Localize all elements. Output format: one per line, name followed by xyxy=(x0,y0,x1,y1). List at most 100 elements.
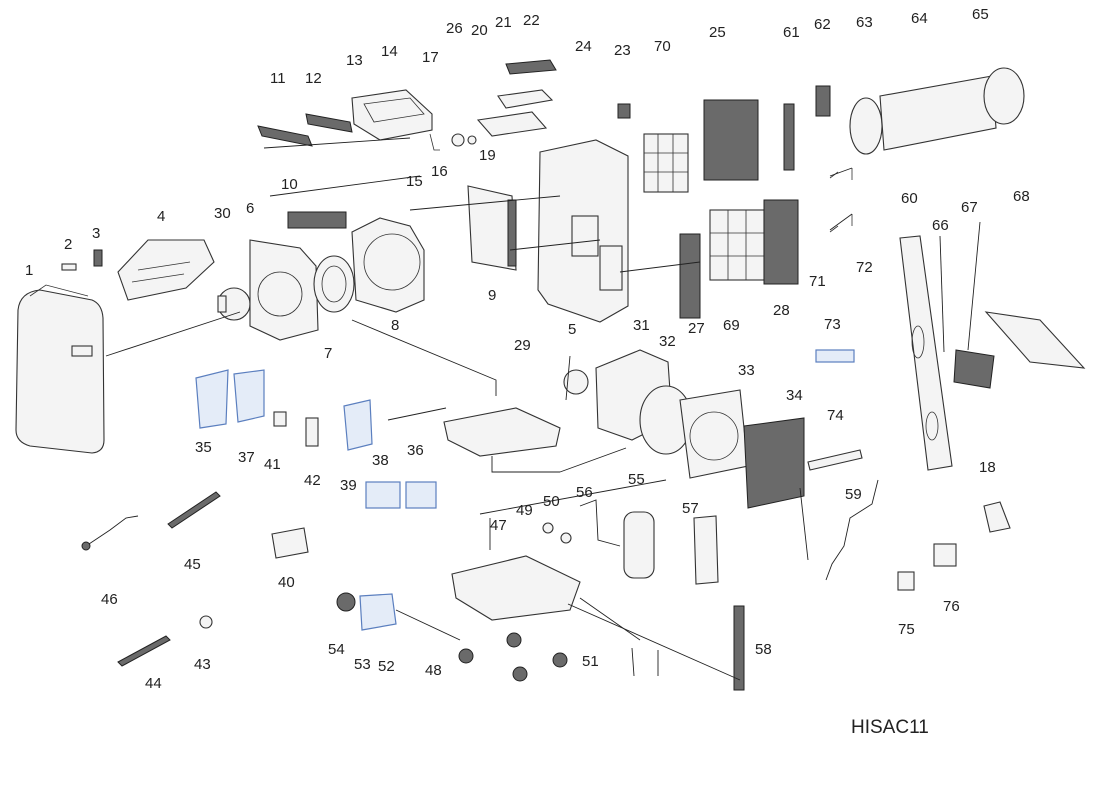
part-chassis xyxy=(451,555,581,621)
callout-54: 54 xyxy=(328,641,345,658)
callout-labels: 1 2 3 4 5 6 7 8 9 10 11 12 13 14 15 16 1… xyxy=(25,6,1030,692)
callout-25: 25 xyxy=(709,24,726,41)
leader-lines xyxy=(105,137,981,681)
callout-24: 24 xyxy=(575,38,592,55)
part-hose-adapter-63 xyxy=(849,97,883,155)
callout-23: 23 xyxy=(614,42,631,59)
callout-30: 30 xyxy=(214,205,231,222)
part-75 xyxy=(897,571,915,591)
part-61 xyxy=(783,103,795,171)
callout-48: 48 xyxy=(425,662,442,679)
part-mesh-67 xyxy=(953,349,995,389)
callout-4: 4 xyxy=(157,208,165,225)
part-35 xyxy=(195,369,229,429)
callout-5: 5 xyxy=(568,321,576,338)
callout-26: 26 xyxy=(446,20,463,37)
part-pipe-59 xyxy=(825,479,879,581)
part-top-cover xyxy=(117,239,215,301)
part-50 xyxy=(560,532,572,544)
part-38 xyxy=(365,481,401,509)
callout-41: 41 xyxy=(264,456,281,473)
part-18 xyxy=(983,501,1011,533)
callout-64: 64 xyxy=(911,10,928,27)
callout-10: 10 xyxy=(281,176,298,193)
part-42 xyxy=(305,417,319,447)
part-62 xyxy=(815,85,831,117)
part-grille xyxy=(287,211,347,229)
part-strip-58 xyxy=(733,605,745,691)
callout-14: 14 xyxy=(381,43,398,60)
callout-71: 71 xyxy=(809,273,826,290)
callout-2: 2 xyxy=(64,236,72,253)
part-front-panel xyxy=(15,289,105,454)
part-pump xyxy=(359,593,397,631)
part-blower-wheel xyxy=(313,255,355,313)
callout-52: 52 xyxy=(378,658,395,675)
part-41 xyxy=(273,411,287,427)
callout-58: 58 xyxy=(755,641,772,658)
part-shapes xyxy=(15,59,1086,691)
callout-70: 70 xyxy=(654,38,671,55)
part-bracket-74 xyxy=(807,449,863,471)
part-grille-25 xyxy=(703,99,759,181)
callout-7: 7 xyxy=(324,345,332,362)
part-base-tray xyxy=(443,407,561,457)
callout-18: 18 xyxy=(979,459,996,476)
callout-9: 9 xyxy=(488,287,496,304)
part-volute xyxy=(249,239,319,341)
callout-17: 17 xyxy=(422,49,439,66)
model-label: HISAC11 xyxy=(851,717,929,738)
callout-68: 68 xyxy=(1013,188,1030,205)
callout-69: 69 xyxy=(723,317,740,334)
part-39 xyxy=(343,399,373,451)
callout-63: 63 xyxy=(856,14,873,31)
callout-19: 19 xyxy=(479,147,496,164)
callout-49: 49 xyxy=(516,502,533,519)
callout-34: 34 xyxy=(786,387,803,404)
part-coil-57 xyxy=(693,515,719,585)
part-23 xyxy=(617,103,631,119)
part-filter-69 xyxy=(709,209,765,281)
callout-44: 44 xyxy=(145,675,162,692)
part-36 xyxy=(405,481,437,509)
callout-15: 15 xyxy=(406,173,423,190)
part-motor-5 xyxy=(563,369,589,395)
callout-6: 6 xyxy=(246,200,254,217)
part-tray-21 xyxy=(497,89,554,109)
part-tray-22 xyxy=(505,59,557,75)
callout-40: 40 xyxy=(278,574,295,591)
callout-55: 55 xyxy=(628,471,645,488)
callout-12: 12 xyxy=(305,70,322,87)
callout-72: 72 xyxy=(856,259,873,276)
callout-32: 32 xyxy=(659,333,676,350)
part-76 xyxy=(933,543,957,567)
part-tray-20 xyxy=(476,111,548,137)
callout-3: 3 xyxy=(92,225,100,242)
callout-21: 21 xyxy=(495,14,512,31)
callout-43: 43 xyxy=(194,656,211,673)
part-51 xyxy=(631,647,659,677)
callout-38: 38 xyxy=(372,452,389,469)
callout-47: 47 xyxy=(490,517,507,534)
part-43 xyxy=(199,615,213,629)
callout-46: 46 xyxy=(101,591,118,608)
callout-8: 8 xyxy=(391,317,399,334)
part-44 xyxy=(117,635,171,667)
part-filter-70 xyxy=(643,133,689,193)
part-casters xyxy=(458,632,568,682)
part-73 xyxy=(815,349,855,363)
part-exhaust-hose xyxy=(879,75,997,151)
part-fitting xyxy=(451,133,465,147)
part-40 xyxy=(271,527,309,559)
callout-31: 31 xyxy=(633,317,650,334)
part-28 xyxy=(763,199,799,285)
callout-50: 50 xyxy=(543,493,560,510)
callout-42: 42 xyxy=(304,472,321,489)
part-condenser xyxy=(743,417,805,509)
callout-75: 75 xyxy=(898,621,915,638)
callout-56: 56 xyxy=(576,484,593,501)
callout-27: 27 xyxy=(688,320,705,337)
callout-20: 20 xyxy=(471,22,488,39)
callout-67: 67 xyxy=(961,199,978,216)
